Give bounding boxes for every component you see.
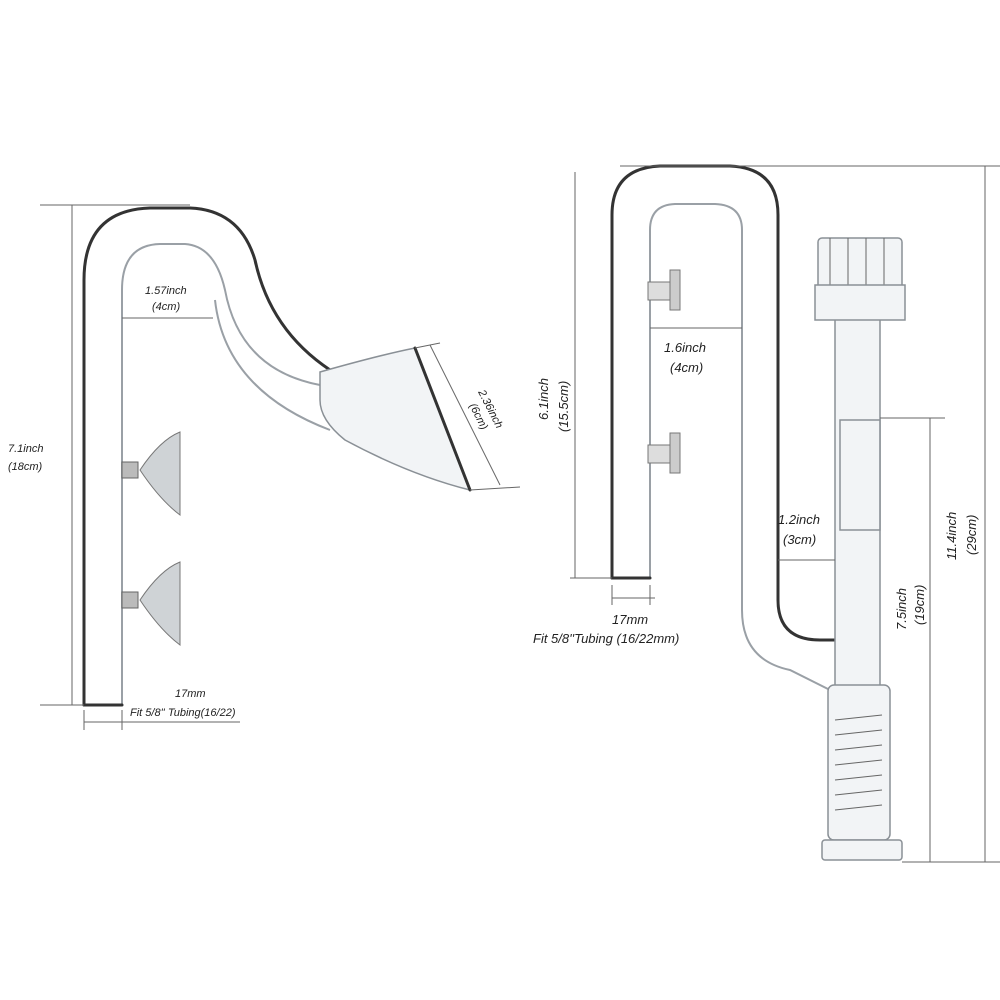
right-inlet-height-inch: 6.1inch xyxy=(536,378,551,420)
right-tube-fit: Fit 5/8''Tubing (16/22mm) xyxy=(533,631,679,646)
left-outflow-pipe xyxy=(82,206,472,707)
left-mouth-dimension xyxy=(414,342,521,491)
left-gap-cm: (4cm) xyxy=(152,301,180,313)
right-total-height-dimension xyxy=(620,165,1000,863)
right-total-height-inch: 11.4inch xyxy=(944,512,959,560)
left-height-inch: 7.1inch xyxy=(8,443,43,455)
right-gap-inch: 1.6inch xyxy=(664,340,706,355)
left-tube-fit: Fit 5/8'' Tubing(16/22) xyxy=(130,707,236,719)
right-inner-gap-cm: (3cm) xyxy=(783,532,816,547)
suction-clip-icon xyxy=(647,432,681,474)
right-inflow-pipe xyxy=(610,164,906,861)
right-inlet-height-dimension xyxy=(570,172,612,579)
right-total-height-cm: (29cm) xyxy=(964,515,979,555)
left-tube-mm: 17mm xyxy=(175,688,206,700)
left-height-dimension xyxy=(40,204,190,706)
right-tube-dimension xyxy=(611,585,655,605)
skimmer-cup-icon xyxy=(814,237,906,321)
right-lower-height-cm: (19cm) xyxy=(912,585,927,625)
right-lower-height-dimension xyxy=(880,417,945,862)
suction-cup-icon xyxy=(121,431,181,517)
suction-clip-icon xyxy=(647,269,681,311)
right-gap-cm: (4cm) xyxy=(670,360,703,375)
suction-cup-icon xyxy=(121,561,181,647)
right-tube-mm: 17mm xyxy=(612,612,648,627)
intake-strainer-icon xyxy=(821,684,903,861)
right-inlet-height-cm: (15.5cm) xyxy=(556,381,571,432)
right-lower-height-inch: 7.5inch xyxy=(894,588,909,630)
left-height-cm: (18cm) xyxy=(8,461,43,473)
left-gap-inch: 1.57inch xyxy=(145,285,187,297)
left-tube-dimension xyxy=(83,710,240,730)
right-inner-gap-inch: 1.2inch xyxy=(778,512,820,527)
